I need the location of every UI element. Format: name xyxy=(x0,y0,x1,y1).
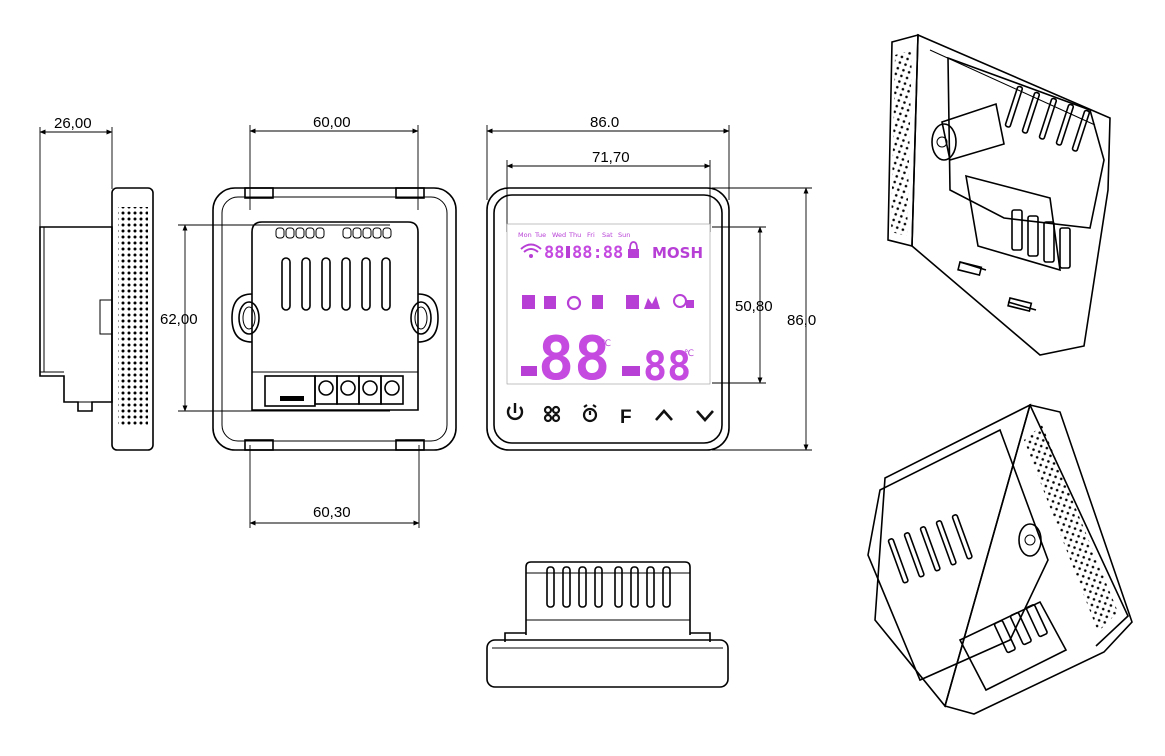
iso-view-angled xyxy=(867,403,1133,715)
wifi-icon xyxy=(520,243,542,258)
lock-icon xyxy=(628,241,639,258)
alarm-clock-icon[interactable] xyxy=(582,404,598,423)
iso-view-rear xyxy=(887,33,1111,356)
lcd-set-temp: 88 xyxy=(643,344,691,390)
lcd-weekdays: Mon Tue Wed Thu Fri Sat Sun xyxy=(518,231,630,239)
lcd-mode-text: MOSH xyxy=(652,244,703,262)
lcd-clock-digits: 88:88 xyxy=(572,243,623,263)
dim-back-bottom-width: 60,30 xyxy=(313,504,351,521)
back-view: 60,00 60,30 62,00 xyxy=(160,114,457,528)
dim-front-width: 86.0 xyxy=(590,114,619,131)
dim-front-height: 86,0 xyxy=(787,312,816,329)
timer-icon xyxy=(566,295,582,311)
lcd-main-temp: 88 xyxy=(538,324,610,394)
floor-icon xyxy=(626,295,639,309)
flame-icon xyxy=(644,296,660,309)
cup-icon xyxy=(592,295,603,309)
dim-screen-width: 71,70 xyxy=(592,149,630,166)
function-key[interactable]: F xyxy=(620,407,632,428)
lcd-day-thu: Thu xyxy=(568,231,581,239)
lcd-day-fri: Fri xyxy=(587,231,595,239)
chevron-down-icon[interactable] xyxy=(696,410,714,422)
power-icon[interactable] xyxy=(506,403,524,421)
dim-back-height: 62,00 xyxy=(160,311,198,328)
dim-screen-height: 50,80 xyxy=(735,298,773,315)
lcd-main-unit: ℃ xyxy=(601,339,611,349)
dim-side-depth: 26,00 xyxy=(54,115,92,132)
thumb-icon xyxy=(544,296,556,309)
heater-icon xyxy=(522,295,535,309)
lcd-set-unit: ℃ xyxy=(684,349,694,359)
lcd-day-mon: Mon xyxy=(518,231,532,239)
lcd-icon-row xyxy=(522,294,694,311)
bottom-view xyxy=(486,561,729,688)
side-view: 26,00 xyxy=(39,115,154,451)
lcd-day-wed: Wed xyxy=(552,231,566,239)
lcd-day-tue: Tue xyxy=(534,231,546,239)
lcd-room-digits: 88 xyxy=(544,243,564,263)
chevron-up-icon[interactable] xyxy=(655,409,673,421)
menu-icon[interactable] xyxy=(543,405,561,423)
lcd-day-sun: Sun xyxy=(618,231,630,239)
lcd-day-sat: Sat xyxy=(602,231,613,239)
dim-back-top-width: 60,00 xyxy=(313,114,351,131)
front-view: 86.0 71,70 50,80 86,0 Mon Tue Wed Thu Fr… xyxy=(486,114,816,451)
lcd-display: Mon Tue Wed Thu Fri Sat Sun 88 88:88 MOS xyxy=(518,231,703,394)
